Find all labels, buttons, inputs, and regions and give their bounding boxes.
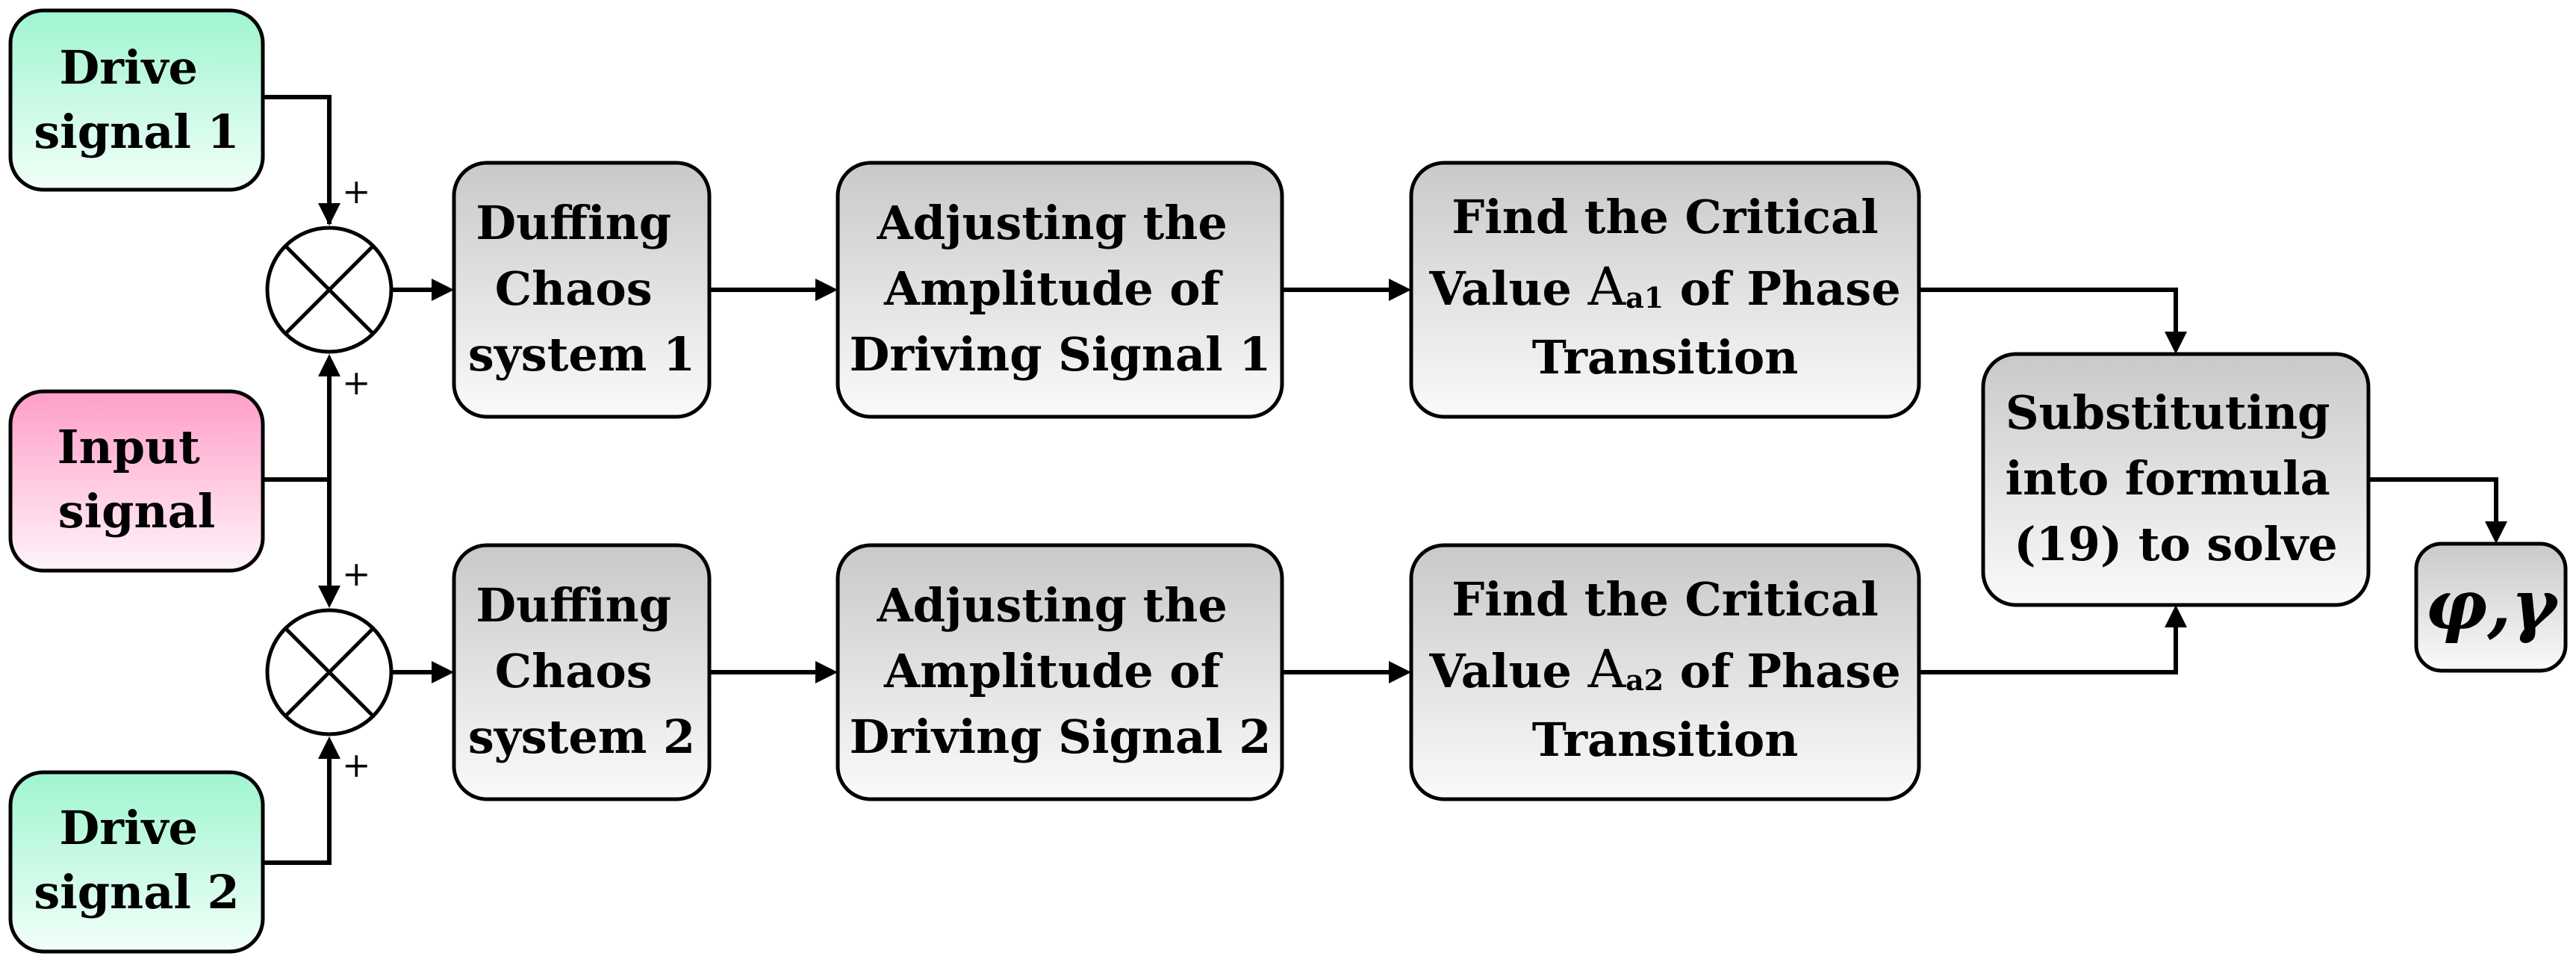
- critical1-line-3: Transition: [1532, 330, 1799, 385]
- arrowhead-into-adjust2: [815, 661, 838, 683]
- critical1-line-1: Find the Critical: [1452, 190, 1879, 244]
- drive-signal-1-box: Drive signal 1: [8, 8, 265, 192]
- drive-signal-2-line-1: Drive: [59, 801, 197, 855]
- critical2-line-3: Transition: [1532, 713, 1799, 767]
- plus-sign-mixer2-top: +: [342, 553, 371, 594]
- adjust1-line-3: Driving Signal 1: [850, 327, 1272, 382]
- svg-text:Adjusting the Amplitude: Adjusting the Amplitude of Driving Signa…: [850, 196, 1272, 382]
- svg-text:Substituting into formul: Substituting into formula (19) to solve: [2006, 385, 2347, 571]
- arrowheads: [318, 203, 2507, 759]
- arrowhead-into-adjust1: [815, 279, 838, 301]
- arrowhead-into-mixer1-top: [318, 203, 340, 226]
- duffing-chaos-system-2-box: Duffing Chaos system 2: [452, 543, 712, 801]
- svg-text:Find the Critical: Find the Critical: [1452, 572, 1879, 627]
- arrowhead-into-duffing1: [432, 279, 454, 301]
- plus-sign-mixer1-bottom: +: [342, 362, 371, 403]
- critical2-A-symbol: A: [1587, 639, 1627, 700]
- substitute-line-2: into formula: [2006, 451, 2330, 506]
- arrowhead-into-critical2: [1389, 661, 1411, 683]
- critical2-subscript: a2: [1625, 663, 1664, 697]
- critical2-line-1: Find the Critical: [1452, 572, 1879, 627]
- connector-substitute-to-output: [2368, 477, 2498, 524]
- drive-signal-1-line-1: Drive: [59, 40, 197, 95]
- critical-value-2-box: Find the Critical Value Aa2 of Phase Tra…: [1409, 543, 1921, 801]
- svg-text:Drive signal 1: Drive signal 1: [34, 40, 239, 159]
- drive-signal-2-box: Drive signal 2: [8, 770, 265, 954]
- arrowhead-into-mixer2-top: [318, 586, 340, 608]
- adjust1-line-2: Amplitude of: [883, 261, 1223, 316]
- arrowhead-into-critical1: [1389, 279, 1411, 301]
- output-phi-gamma: φ,γ: [2425, 565, 2560, 645]
- arrowhead-into-substitute-bottom: [2165, 605, 2187, 627]
- connectors: [263, 95, 2498, 865]
- arrowhead-into-mixer2-bottom: [318, 736, 340, 759]
- adjust2-line-1: Adjusting the: [877, 578, 1228, 633]
- svg-text:Transition: Transition: [1532, 713, 1799, 767]
- duffing1-line-1: Duffing: [476, 196, 671, 250]
- duffing2-line-2: Chaos: [495, 644, 653, 698]
- drive-signal-1-line-2: signal 1: [34, 105, 239, 159]
- critical1-of-phase: of Phase: [1664, 261, 1900, 316]
- svg-text:Input signal: Input signal: [57, 420, 217, 539]
- connector-critical1-to-substitute: [1919, 288, 2178, 336]
- critical1-subscript: a1: [1625, 281, 1664, 314]
- adjust1-line-1: Adjusting the: [877, 196, 1228, 250]
- critical1-value-word: Value: [1428, 261, 1587, 316]
- svg-text:Transition: Transition: [1532, 330, 1799, 385]
- critical2-of-phase: of Phase: [1664, 644, 1900, 698]
- svg-text:Adjusting the Amplitude: Adjusting the Amplitude of Driving Signa…: [850, 578, 1272, 764]
- duffing1-line-3: system 1: [468, 327, 695, 382]
- arrowhead-into-substitute-top: [2165, 332, 2187, 354]
- adjust2-line-2: Amplitude of: [883, 644, 1223, 698]
- duffing2-line-1: Duffing: [476, 578, 671, 633]
- plus-sign-mixer2-bottom: +: [342, 745, 371, 785]
- adjust-amplitude-2-box: Adjusting the Amplitude of Driving Signa…: [836, 543, 1284, 801]
- svg-text:Drive signal 2: Drive signal 2: [34, 801, 239, 919]
- critical-value-1-box: Find the Critical Value Aa1 of Phase Tra…: [1409, 161, 1921, 419]
- input-signal-line-1: Input: [57, 420, 201, 474]
- critical1-A-symbol: A: [1587, 256, 1627, 317]
- svg-text:Find the Critical: Find the Critical: [1452, 190, 1879, 244]
- output-phi-gamma-box: φ,γ: [2414, 542, 2568, 673]
- connector-drive1-to-mixer1: [263, 95, 332, 217]
- connector-critical2-to-substitute: [1919, 621, 2178, 674]
- mixer-2: [265, 608, 393, 736]
- substitute-line-1: Substituting: [2006, 385, 2330, 440]
- duffing1-line-2: Chaos: [495, 261, 653, 316]
- critical2-value-word: Value: [1428, 644, 1587, 698]
- svg-text:Duffing Chaos syst: Duffing Chaos system 2: [468, 578, 695, 764]
- plus-sign-mixer1-top: +: [342, 171, 371, 211]
- connector-drive2-to-mixer2: [263, 754, 332, 865]
- svg-text:Duffing Chaos syst: Duffing Chaos system 1: [468, 196, 695, 382]
- substitute-line-3: (19) to solve: [2014, 517, 2337, 571]
- critical2-line-2: Value Aa2 of Phase: [1428, 639, 1900, 700]
- drive-signal-2-line-2: signal 2: [34, 865, 239, 919]
- mixer-1: [265, 226, 393, 354]
- adjust2-line-3: Driving Signal 2: [850, 710, 1272, 764]
- adjust-amplitude-1-box: Adjusting the Amplitude of Driving Signa…: [836, 161, 1284, 419]
- arrowhead-into-mixer1-bottom: [318, 354, 340, 376]
- arrowhead-into-output: [2485, 521, 2507, 544]
- duffing2-line-3: system 2: [468, 710, 695, 764]
- input-signal-line-2: signal: [58, 484, 216, 539]
- substitute-formula-box: Substituting into formula (19) to solve: [1981, 352, 2371, 607]
- arrowhead-into-duffing2: [432, 661, 454, 683]
- input-signal-box: Input signal: [8, 389, 265, 573]
- duffing-chaos-system-1-box: Duffing Chaos system 1: [452, 161, 712, 419]
- critical1-line-2: Value Aa1 of Phase: [1428, 256, 1900, 317]
